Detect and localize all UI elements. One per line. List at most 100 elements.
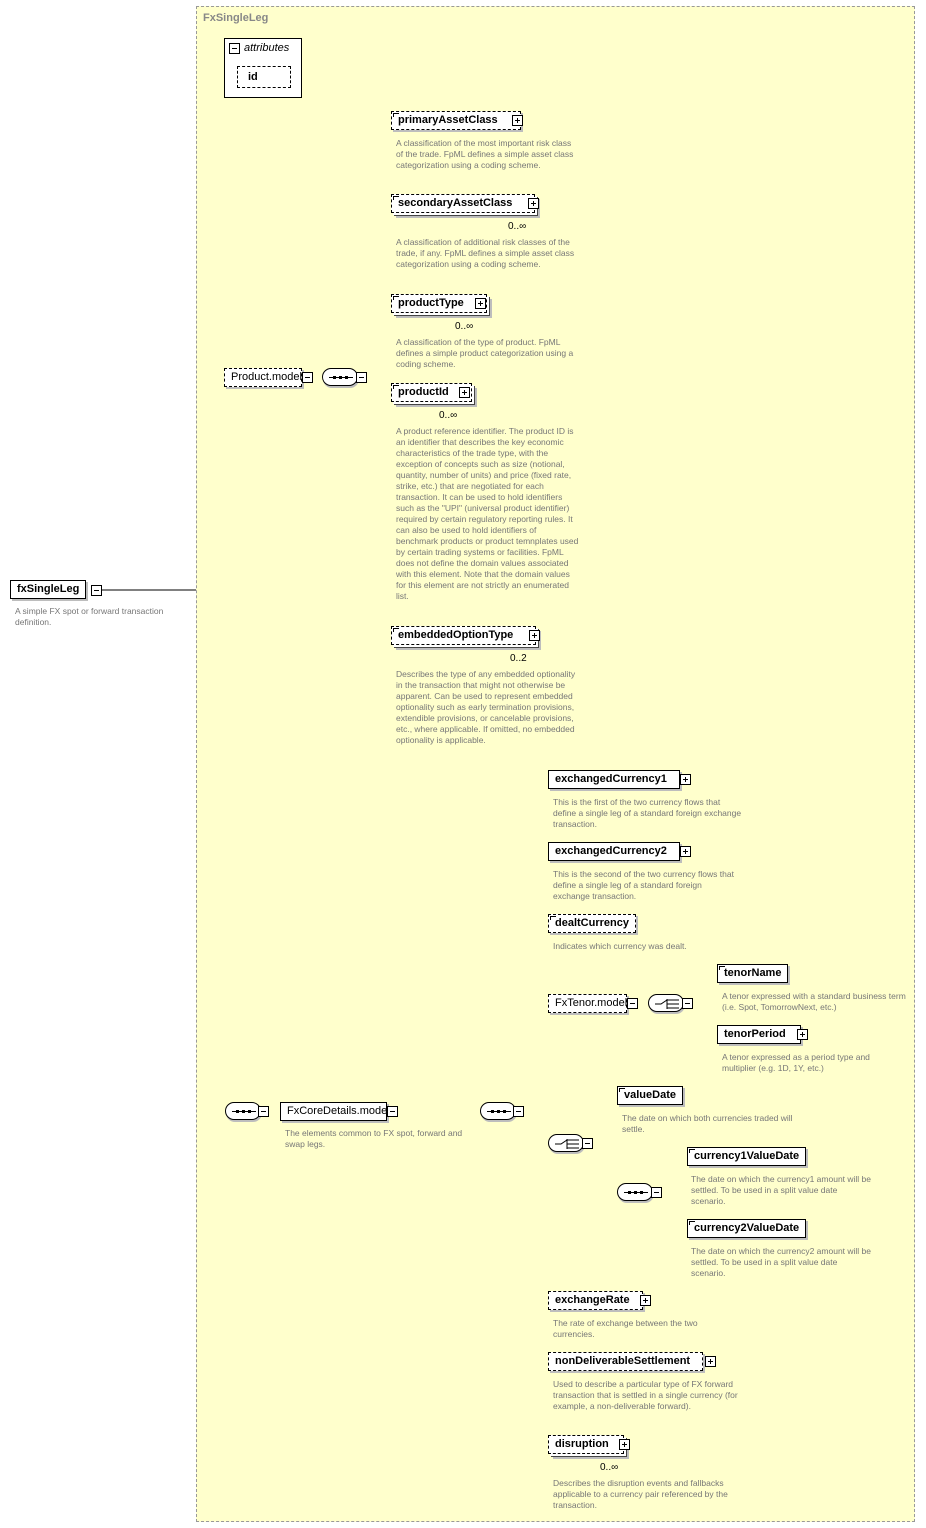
collapse-sequence-button[interactable] [258, 1106, 269, 1117]
element-label: nonDeliverableSettlement [555, 1355, 691, 1367]
annotation-corner-icon [393, 196, 399, 200]
element-currency1-value-date[interactable]: currency1ValueDate [687, 1147, 807, 1166]
element-label: FxTenor.model [555, 997, 628, 1009]
expand-exchange-rate-button[interactable] [640, 1295, 651, 1306]
secondary-asset-class-cardinality: 0..∞ [508, 221, 527, 232]
collapse-sequence-button[interactable] [356, 372, 367, 383]
collapse-sequence-button[interactable] [513, 1106, 524, 1117]
fx-core-details-model-description: The elements common to FX spot, forward … [285, 1128, 463, 1149]
collapse-attributes-button[interactable] [229, 43, 240, 54]
expand-exchanged-currency2-button[interactable] [680, 846, 691, 857]
group-fx-tenor-model[interactable]: FxTenor.model [548, 994, 627, 1013]
expand-secondary-asset-class-button[interactable] [528, 198, 539, 209]
root-description: A simple FX spot or forward transaction … [15, 606, 164, 627]
expand-product-type-button[interactable] [475, 298, 486, 309]
disruption-description: Describes the disruption events and fall… [553, 1478, 728, 1510]
collapse-sequence-button[interactable] [651, 1187, 662, 1198]
element-disruption[interactable]: disruption [548, 1435, 624, 1454]
element-exchanged-currency2[interactable]: exchangedCurrency2 [548, 842, 680, 861]
value-date-description: The date on which both currencies traded… [622, 1113, 793, 1134]
complex-type-frame [196, 6, 915, 1522]
exchanged-currency1-description: This is the first of the two currency fl… [553, 797, 742, 829]
primary-asset-class-description: A classification of the most important r… [396, 138, 574, 170]
annotation-corner-icon [689, 1149, 695, 1153]
collapse-choice-button[interactable] [582, 1138, 593, 1149]
exchanged-currency2-description: This is the second of the two currency f… [553, 869, 734, 901]
element-label: tenorName [724, 967, 782, 979]
element-label: productId [398, 386, 449, 398]
element-product-id[interactable]: productId [391, 383, 472, 402]
element-exchange-rate[interactable]: exchangeRate [548, 1291, 643, 1310]
annotation-corner-icon [689, 1221, 695, 1225]
element-value-date[interactable]: valueDate [617, 1086, 683, 1105]
product-id-cardinality: 0..∞ [439, 410, 458, 421]
element-embedded-option-type[interactable]: embeddedOptionType [391, 626, 537, 645]
non-deliverable-settlement-description: Used to describe a particular type of FX… [553, 1379, 738, 1411]
collapse-fx-core-details-model-button[interactable] [387, 1106, 398, 1117]
expand-tenor-period-button[interactable] [797, 1029, 808, 1040]
expand-disruption-button[interactable] [619, 1439, 630, 1450]
tenor-name-description: A tenor expressed with a standard busine… [722, 991, 906, 1012]
expand-primary-asset-class-button[interactable] [512, 115, 523, 126]
expand-embedded-option-type-button[interactable] [529, 630, 540, 641]
element-secondary-asset-class[interactable]: secondaryAssetClass [391, 194, 536, 213]
element-label: FxCoreDetails.model [287, 1105, 390, 1117]
secondary-asset-class-description: A classification of additional risk clas… [396, 237, 575, 269]
choice-compositor-icon[interactable] [648, 994, 684, 1012]
element-dealt-currency[interactable]: dealtCurrency [548, 914, 636, 933]
currency2-value-date-description: The date on which the currency2 amount w… [691, 1246, 872, 1278]
group-product-model[interactable]: Product.model [224, 368, 302, 387]
expand-exchanged-currency1-button[interactable] [680, 774, 691, 785]
element-currency2-value-date[interactable]: currency2ValueDate [687, 1219, 807, 1238]
frame-title: FxSingleLeg [203, 12, 269, 24]
element-label: exchangeRate [555, 1294, 630, 1306]
element-product-type[interactable]: productType [391, 294, 487, 313]
product-id-description: A product reference identifier. The prod… [396, 426, 579, 601]
root-element-fxsingleleg[interactable]: fxSingleLeg [10, 580, 87, 599]
element-label: primaryAssetClass [398, 114, 498, 126]
sequence-compositor-icon[interactable] [322, 368, 358, 386]
element-tenor-period[interactable]: tenorPeriod [717, 1025, 801, 1044]
choice-compositor-icon[interactable] [548, 1134, 584, 1152]
element-label: exchangedCurrency1 [555, 773, 667, 785]
annotation-corner-icon [393, 296, 399, 300]
element-label: currency1ValueDate [694, 1150, 800, 1162]
collapse-choice-button[interactable] [682, 998, 693, 1009]
element-label: embeddedOptionType [398, 629, 514, 641]
element-label: dealtCurrency [555, 917, 629, 929]
element-tenor-name[interactable]: tenorName [717, 964, 789, 983]
element-exchanged-currency1[interactable]: exchangedCurrency1 [548, 770, 680, 789]
annotation-corner-icon [550, 916, 556, 920]
element-label: disruption [555, 1438, 609, 1450]
annotation-corner-icon [619, 1088, 625, 1092]
expand-product-id-button[interactable] [459, 387, 470, 398]
annotation-corner-icon [393, 628, 399, 632]
element-label: tenorPeriod [724, 1028, 786, 1040]
element-label: exchangedCurrency2 [555, 845, 667, 857]
element-label: fxSingleLeg [17, 583, 80, 595]
embedded-option-type-description: Describes the type of any embedded optio… [396, 669, 576, 745]
collapse-product-model-button[interactable] [302, 372, 313, 383]
element-primary-asset-class[interactable]: primaryAssetClass [391, 111, 521, 130]
element-non-deliverable-settlement[interactable]: nonDeliverableSettlement [548, 1352, 704, 1371]
collapse-root-button[interactable] [91, 585, 102, 596]
tenor-period-description: A tenor expressed as a period type and m… [722, 1052, 870, 1073]
element-label: valueDate [624, 1089, 676, 1101]
product-type-cardinality: 0..∞ [455, 321, 474, 332]
group-fx-core-details-model[interactable]: FxCoreDetails.model [280, 1102, 390, 1121]
element-label: productType [398, 297, 464, 309]
element-label: secondaryAssetClass [398, 197, 513, 209]
attribute-id[interactable]: id [237, 66, 291, 88]
attributes-title: attributes [244, 42, 290, 54]
annotation-corner-icon [719, 966, 725, 970]
sequence-compositor-icon[interactable] [225, 1102, 261, 1120]
product-type-description: A classification of the type of product.… [396, 337, 574, 369]
collapse-fx-tenor-model-button[interactable] [627, 998, 638, 1009]
element-label: currency2ValueDate [694, 1222, 800, 1234]
annotation-corner-icon [393, 385, 399, 389]
expand-non-deliverable-settlement-button[interactable] [705, 1356, 716, 1367]
embedded-option-type-cardinality: 0..2 [510, 653, 527, 664]
element-label: Product.model [231, 371, 302, 383]
sequence-compositor-icon[interactable] [480, 1102, 516, 1120]
sequence-compositor-icon[interactable] [617, 1183, 653, 1201]
